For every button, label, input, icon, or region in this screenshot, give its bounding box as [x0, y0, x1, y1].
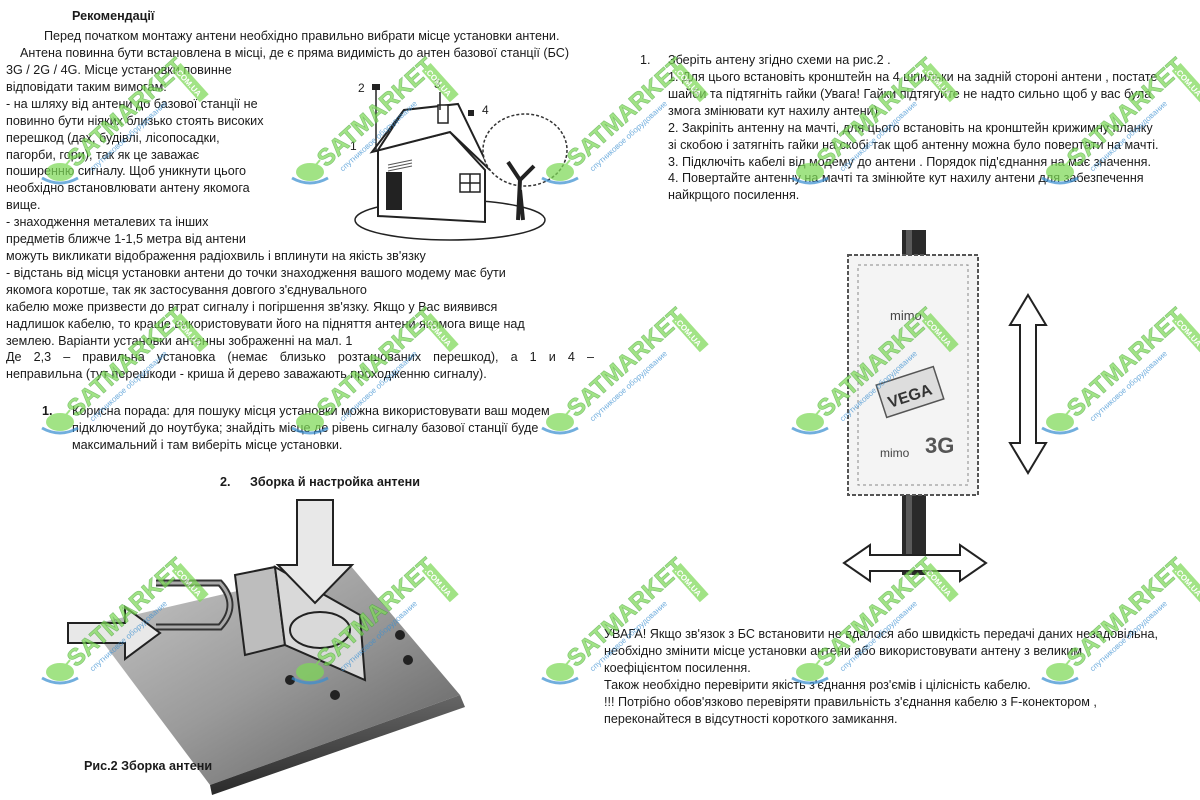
antenna-plate-edge	[210, 695, 465, 795]
antenna-plate	[90, 565, 460, 785]
section-heading-recommendations: Рекомендації	[72, 9, 155, 23]
figure-label-3: 3	[434, 77, 441, 91]
antenna-4	[468, 110, 474, 116]
warning-line: коефіцієнтом посилення.	[604, 660, 751, 675]
warning-block: УВАГА! Якщо зв'язок з БС встановити не в…	[604, 626, 1158, 727]
requirements-line: пагорби, гори), так як це заважає	[6, 147, 200, 162]
house-door	[386, 172, 402, 210]
watermark-brand: SATMARKET	[1062, 303, 1191, 423]
step-line: 3. Підключіть кабелі від модему до антен…	[668, 154, 1151, 169]
warning-line: УВАГА! Якщо зв'язок з БС встановити не в…	[604, 627, 1158, 641]
tip-number: 1.	[42, 404, 53, 418]
tip-line: підключений до ноутбука; знайдіть місце …	[72, 420, 539, 435]
watermark-domain: .COM.UA	[673, 317, 703, 349]
requirements-text: 3G / 2G / 4G. Місце установки повинне ві…	[6, 62, 594, 383]
intro-line-1: Перед початком монтажу антени необхідно …	[44, 29, 560, 43]
requirements-line: вище.	[6, 198, 41, 213]
chimney	[437, 104, 449, 124]
step-line: найкрщого посилення.	[668, 188, 800, 203]
requirements-line: Де 2,3 – правильна установка (немає близ…	[6, 350, 594, 365]
intro-line-2: Антена повинна бути встановлена в місці,…	[20, 46, 570, 60]
step-line: 4. Повертайте антенну на мачті та змінюй…	[668, 171, 1144, 186]
antenna-mimo-bottom: mimo	[880, 446, 910, 460]
tip-line: Корисна порада: для пошуку місця установ…	[72, 404, 550, 418]
figure-label-2: 2	[358, 81, 365, 95]
requirements-line: предметів ближче 1-1,5 метра від антени	[6, 232, 246, 247]
step-line: зі скобою і затягніть гайки на скобі так…	[668, 137, 1159, 152]
down-arrow-icon	[275, 499, 355, 605]
house-window	[459, 173, 481, 193]
section-title-assembly: Зборка й настройка антени	[250, 475, 420, 489]
antenna-mimo-top: mimo	[890, 308, 922, 323]
requirements-line: перешкод (дах, будівлі, лісопосадки,	[6, 130, 220, 145]
warning-line: необхідно змінити місце установки антени…	[604, 643, 1083, 658]
list-number: 1.	[640, 53, 651, 67]
step-line: змога змінювати кут нахилу антени)	[668, 103, 878, 118]
requirements-line: неправильна (тут перешкоди - криша й дер…	[6, 367, 487, 382]
figure-2-assembly	[60, 495, 480, 795]
antenna-gen: 3G	[925, 433, 954, 458]
requirements-line: - знаходження металевих та інших	[6, 215, 209, 230]
bolt	[285, 630, 413, 700]
watermark-domain: .COM.UA	[1173, 567, 1200, 599]
warning-line: Також необхідно перевірити якість з'єдна…	[604, 677, 1031, 692]
figure-2-caption: Рис.2 Зборка антени	[84, 759, 213, 773]
requirements-line: надлишок кабелю, то краще використовуват…	[6, 316, 525, 331]
figure-label-4: 4	[482, 103, 489, 117]
watermark-domain: .COM.UA	[673, 567, 703, 599]
watermark-domain: .COM.UA	[1173, 317, 1200, 349]
right-arrow-icon	[67, 605, 162, 661]
section-number: 2.	[220, 475, 231, 489]
requirements-line: повинно бути ніяких близько стоять висок…	[6, 113, 264, 128]
watermark-tagline: спутниковое оборудование	[588, 99, 669, 174]
watermark-tagline: спутниковое оборудование	[588, 349, 669, 424]
list-title: Зберіть антену згідно схеми на рис.2 .	[668, 53, 891, 67]
warning-line: !!! Потрібно обов'язково перевіряти прав…	[604, 694, 1097, 709]
tree-trunk	[506, 160, 536, 221]
tip-line: максимальний і там виберіть місце устано…	[72, 437, 343, 452]
vertical-adjust-arrow-icon	[1008, 293, 1048, 475]
figure-1-installation: 2 3 4 1	[340, 70, 580, 250]
requirements-line: відповідати таким вимогам:	[6, 79, 167, 94]
requirements-line: якомога коротше, так як застосування дов…	[6, 282, 367, 297]
antenna-panel: mimo VEGA mimo 3G	[847, 254, 979, 496]
tip-text: Корисна порада: для пошуку місця установ…	[72, 403, 550, 454]
warning-line: переконайтеся в відсутності короткого за…	[604, 711, 898, 726]
requirements-line: можуть викликати відображення радіохвиль…	[6, 248, 426, 263]
assembly-steps: 1. Для цього встановіть кронштейн на 4 ш…	[668, 69, 1159, 204]
watermark-domain: .COM.UA	[1173, 67, 1200, 99]
figure-mast-antenna: mimo VEGA mimo 3G	[800, 225, 1050, 595]
requirements-line: - відстань від місця установки антени до…	[6, 265, 506, 280]
step-line: 1. Для цього встановіть кронштейн на 4 ш…	[668, 70, 1158, 84]
requirements-line: землею. Варіанти установки антенны зобра…	[6, 333, 353, 348]
step-line: шайби та підтягніть гайки (Увага! Гайки …	[668, 86, 1152, 101]
watermark-tagline: спутниковое оборудование	[1088, 349, 1169, 424]
figure-label-1: 1	[350, 139, 357, 153]
requirements-line: необхідно встановлювати антену якомога	[6, 181, 250, 196]
step-line: 2. Закріпіть антенну на мачті, для цього…	[668, 120, 1153, 135]
requirements-line: кабелю може призвести до втрат сигналу і…	[6, 299, 498, 314]
horizontal-rotate-arrow-icon	[842, 543, 988, 583]
